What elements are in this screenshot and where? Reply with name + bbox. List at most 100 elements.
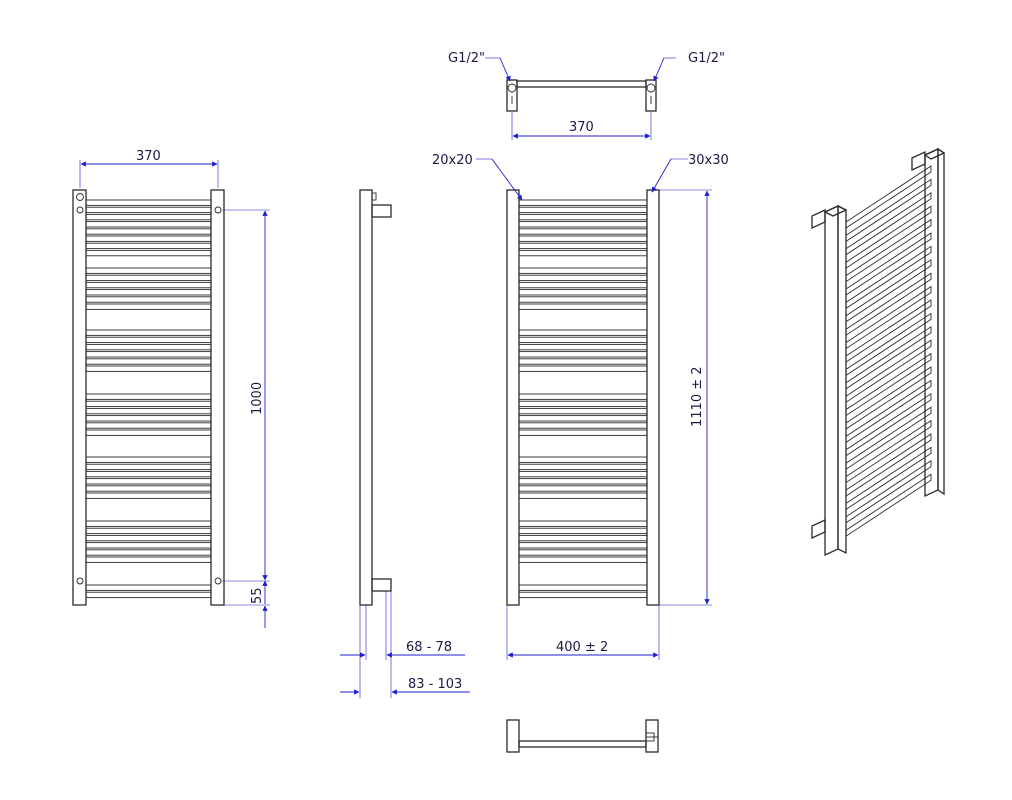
isometric-rung <box>845 459 932 524</box>
rung <box>85 267 212 274</box>
rung <box>85 365 212 372</box>
rung <box>85 478 212 485</box>
bottom-view <box>506 719 659 753</box>
isometric-rung <box>845 473 932 538</box>
rung <box>518 429 648 436</box>
top-pipe-spacing-label: 370 <box>569 120 594 135</box>
isometric-rung <box>845 165 932 229</box>
rung <box>518 199 648 206</box>
rung <box>85 199 212 206</box>
rung <box>518 289 648 296</box>
rung <box>85 485 212 492</box>
rung <box>518 249 648 257</box>
rung <box>518 336 648 344</box>
isometric-rung <box>845 205 932 270</box>
isometric-rung <box>845 218 932 283</box>
rung <box>85 351 212 358</box>
rung <box>85 470 212 478</box>
rung <box>85 556 212 563</box>
side-view: 68 - 78 83 - 103 <box>340 189 470 698</box>
isometric-rung <box>845 325 932 390</box>
back-height-label: 1110 ± 2 <box>690 366 705 427</box>
rung <box>85 281 212 289</box>
rung <box>518 358 648 365</box>
top-left-connection-label: G1/2" <box>448 51 485 66</box>
rung <box>85 274 212 282</box>
rung <box>518 365 648 372</box>
rung <box>85 542 212 549</box>
rung <box>518 463 648 471</box>
rung <box>85 228 212 235</box>
isometric-rung <box>845 392 932 457</box>
rung <box>518 228 648 235</box>
isometric-rung <box>845 312 932 377</box>
rung <box>518 400 648 408</box>
rung <box>518 351 648 358</box>
rung <box>518 235 648 242</box>
back-rung-profile-label: 20x20 <box>432 153 473 168</box>
back-view: 20x20 30x30 1110 ± 2 400 ± 2 <box>432 153 729 660</box>
rung <box>518 520 648 527</box>
rung <box>518 281 648 289</box>
front-view: 370 1000 55 <box>72 149 270 628</box>
side-depth-a-label: 68 - 78 <box>406 640 452 655</box>
isometric-rung <box>845 245 932 310</box>
front-pipe-spacing-label: 370 <box>136 149 161 164</box>
rung <box>85 400 212 408</box>
rung <box>518 527 648 535</box>
rung <box>85 303 212 310</box>
rung <box>85 422 212 429</box>
back-column-profile-label: 30x30 <box>688 153 729 168</box>
front-bottom-offset-label: 55 <box>250 587 265 604</box>
rung <box>85 221 212 228</box>
isometric-rung <box>845 406 932 471</box>
top-right-connection-label: G1/2" <box>688 51 725 66</box>
isometric-rung <box>845 446 932 511</box>
isometric-rung <box>845 285 932 350</box>
rung <box>518 267 648 274</box>
rung <box>518 303 648 310</box>
top-view: G1/2" G1/2" 370 <box>448 51 725 140</box>
rung <box>518 422 648 429</box>
isometric-rung <box>845 433 932 497</box>
isometric-rung <box>845 379 932 444</box>
rung <box>85 520 212 527</box>
front-height-label: 1000 <box>250 382 265 415</box>
rung <box>518 407 648 415</box>
isometric-rung <box>845 299 932 363</box>
isometric-view <box>811 147 946 557</box>
rung <box>518 549 648 556</box>
rung <box>518 591 648 599</box>
rung <box>518 556 648 563</box>
rung <box>518 534 648 542</box>
rung <box>85 456 212 463</box>
rung <box>518 343 648 351</box>
rung <box>518 584 648 591</box>
rung <box>518 296 648 303</box>
rung <box>518 492 648 499</box>
rung <box>85 336 212 344</box>
rung <box>518 415 648 422</box>
rung <box>85 429 212 436</box>
rung <box>85 534 212 542</box>
rung <box>518 542 648 549</box>
isometric-rungs <box>845 165 932 538</box>
rung <box>85 289 212 296</box>
rung <box>518 456 648 463</box>
rung <box>518 242 648 250</box>
isometric-rung <box>845 232 932 296</box>
isometric-rung <box>845 419 932 484</box>
isometric-rung <box>845 191 932 256</box>
isometric-rung <box>845 272 932 337</box>
rung <box>85 296 212 303</box>
back-width-label: 400 ± 2 <box>556 640 608 655</box>
isometric-rung <box>845 352 932 417</box>
rung <box>518 329 648 336</box>
rung <box>85 242 212 250</box>
isometric-rung <box>845 339 932 404</box>
front-rungs <box>85 199 212 599</box>
rung <box>85 329 212 336</box>
rung <box>85 527 212 535</box>
rung <box>518 470 648 478</box>
